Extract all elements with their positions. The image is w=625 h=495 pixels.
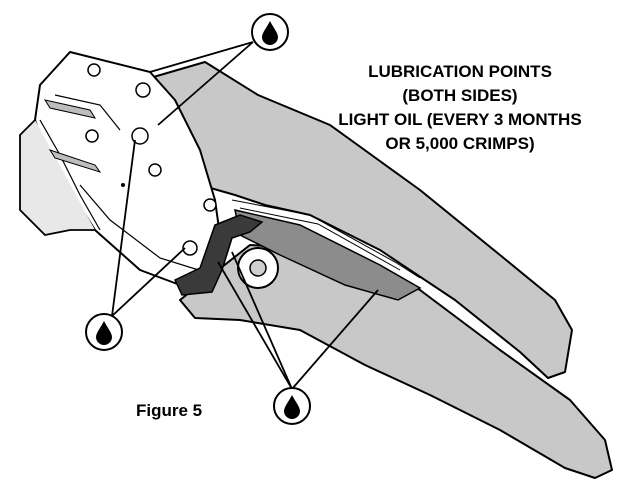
caption-line: (BOTH SIDES)	[402, 86, 518, 105]
pivot-bracket	[174, 214, 264, 296]
lubrication-instructions: LUBRICATION POINTS (BOTH SIDES) LIGHT OI…	[300, 60, 620, 156]
oil-drop-icon	[85, 313, 123, 351]
caption-line: LUBRICATION POINTS	[368, 62, 552, 81]
caption-line: OR 5,000 CRIMPS)	[385, 134, 535, 153]
handle-insert	[234, 209, 422, 301]
leader-lines	[111, 41, 379, 390]
upper-handle	[149, 61, 573, 379]
figure-label: Figure 5	[136, 401, 203, 420]
oil-drop-icon	[251, 13, 289, 51]
caption-line: LIGHT OIL (EVERY 3 MONTHS	[338, 110, 582, 129]
oil-drop-icon	[273, 387, 311, 425]
